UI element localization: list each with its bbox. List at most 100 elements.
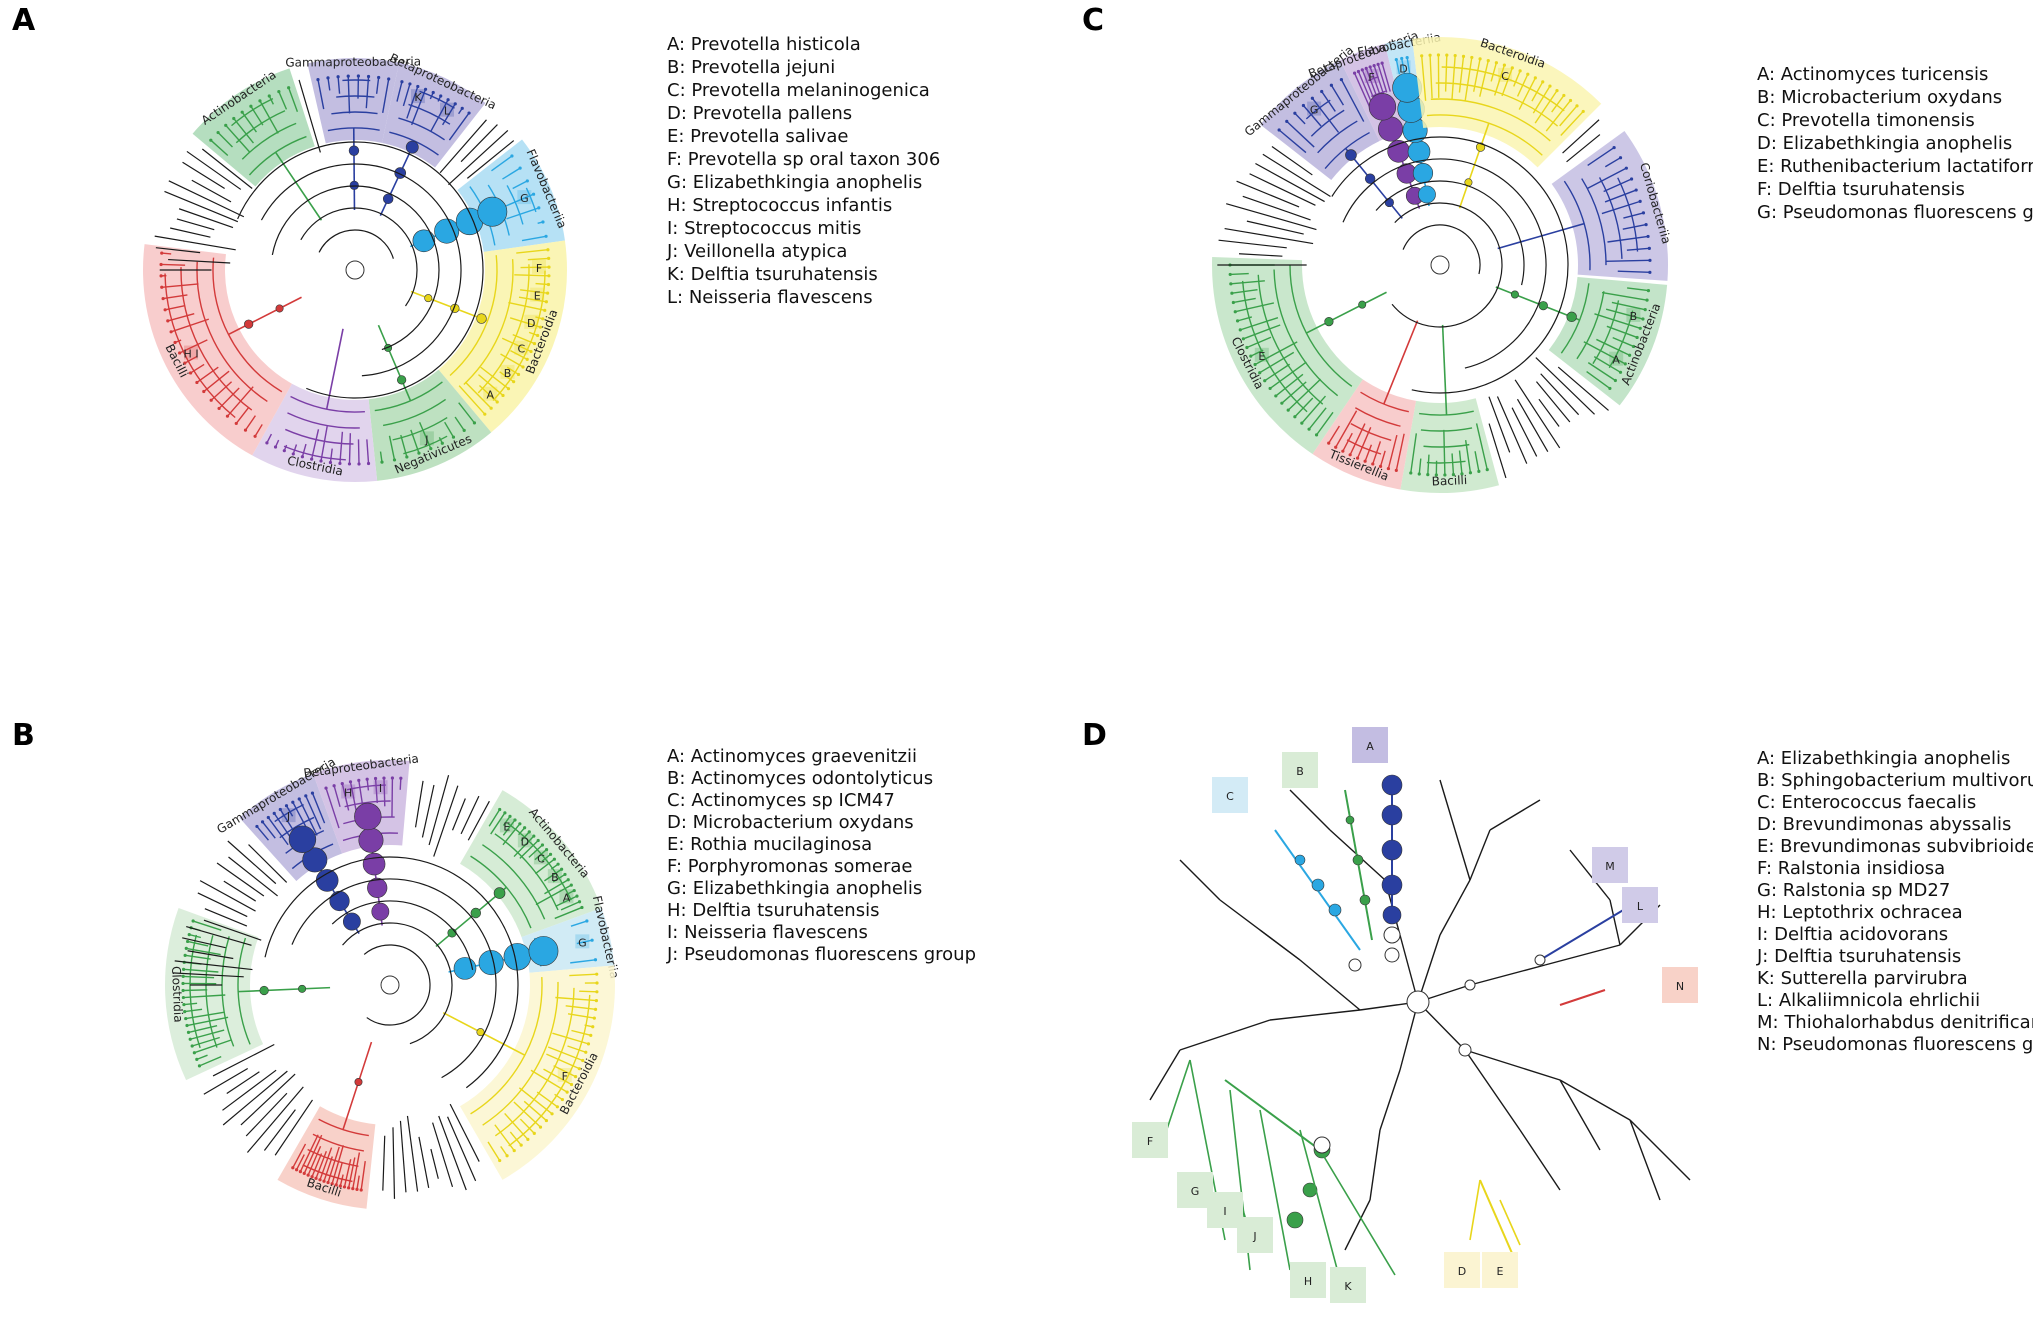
- leaf-branch: [1271, 145, 1313, 176]
- leaf-node: [1245, 345, 1249, 350]
- leaf-tag-box: [1212, 777, 1248, 813]
- leaf-tag: E: [1497, 1265, 1504, 1278]
- leaf-branch: [317, 79, 325, 110]
- leaf-node: [234, 421, 238, 426]
- leaf-node: [1634, 188, 1638, 192]
- leaf-node: [512, 380, 516, 384]
- leaf-node: [1420, 54, 1424, 58]
- leaf-node: [377, 75, 381, 80]
- biomarker-node: [329, 890, 350, 912]
- leaf-branch: [307, 1145, 322, 1176]
- internal-branch: [1430, 98, 1551, 142]
- biomarker-node: [528, 936, 559, 966]
- leaf-node: [537, 206, 541, 210]
- leaf-branch: [541, 853, 551, 862]
- leaf-node: [585, 919, 589, 923]
- leaf-node: [525, 357, 529, 361]
- leaf-node: [191, 919, 195, 923]
- leaf-node: [483, 412, 487, 416]
- leaf-node: [566, 878, 570, 882]
- leaf-branch: [488, 809, 501, 827]
- biomarker-node: [1381, 839, 1403, 861]
- biomarker-node: [478, 950, 504, 976]
- leaf-branch: [203, 370, 230, 393]
- leaf-node: [161, 296, 165, 301]
- leaf-node: [1460, 472, 1464, 476]
- leaf-node: [1568, 98, 1573, 103]
- leaf-branch: [508, 301, 545, 312]
- internal-branch: [419, 90, 455, 109]
- leaf-branch: [560, 901, 580, 911]
- leaf-branch: [444, 421, 455, 438]
- leaf-tag: G: [520, 192, 529, 205]
- leaf-node: [569, 1082, 574, 1087]
- clade-highlight: [1548, 277, 1668, 406]
- leaf-branch: [357, 439, 360, 464]
- leaf-node: [318, 1178, 322, 1182]
- internal-branch: [307, 1148, 359, 1167]
- leaf-node: [505, 1154, 509, 1158]
- branch: [1559, 1079, 1601, 1151]
- leaf-node: [169, 330, 173, 334]
- leaf-branch: [170, 227, 211, 238]
- leaf-node: [357, 462, 361, 466]
- leaf-branch: [466, 140, 515, 179]
- leaf-branch: [287, 87, 299, 113]
- leaf-node: [1339, 77, 1344, 82]
- sector-clostridia: Clostridia: [165, 908, 331, 1081]
- leaf-branch: [155, 247, 201, 254]
- leaf-node: [1631, 344, 1636, 349]
- unhighlighted-branches: [172, 775, 519, 1199]
- leaf-branch: [347, 1157, 356, 1188]
- leaf-node: [183, 1009, 187, 1014]
- leaf-node: [1235, 319, 1240, 323]
- leaf-node: [182, 1002, 186, 1007]
- leaf-node: [184, 946, 188, 950]
- leaf-branch: [244, 415, 256, 431]
- leaf-branch: [1328, 425, 1340, 444]
- leaf-node: [181, 974, 185, 979]
- legend-entry: A: Prevotella histicola: [667, 34, 861, 55]
- leaf-node: [294, 1168, 299, 1172]
- internal-branch: [463, 259, 514, 386]
- leaf-branch: [190, 1029, 225, 1040]
- leaf-node: [1229, 282, 1233, 286]
- leaf-branch: [1488, 423, 1507, 479]
- leaf-branch: [499, 371, 515, 383]
- leaf-branch: [192, 920, 222, 931]
- leaf-tag-box: [483, 386, 498, 401]
- branch: [1464, 1049, 1561, 1081]
- clade-highlight: [460, 965, 615, 1180]
- leaf-tag-box: [1237, 1217, 1273, 1253]
- leaf-tag: I: [1223, 1205, 1226, 1218]
- leaf-branch: [1596, 338, 1630, 356]
- leaf-node: [518, 822, 522, 826]
- leaf-branch: [1235, 302, 1275, 313]
- leaf-branch: [301, 443, 307, 457]
- leaf-node: [1258, 371, 1262, 375]
- leaf-node: [592, 1016, 596, 1020]
- leaf-tag-box: [533, 850, 548, 865]
- root-node: [1406, 990, 1430, 1014]
- leaf-tag: B: [551, 871, 559, 884]
- leaf-node: [1428, 53, 1432, 57]
- leaf-tag-box: [1396, 60, 1411, 75]
- internal-branch: [312, 1133, 364, 1152]
- clade-highlight: [252, 383, 378, 482]
- leaf-branch: [1603, 178, 1632, 193]
- leaf-branch: [228, 856, 278, 897]
- sector-gammaproteobacteria: Gammaproteobacteria: [285, 54, 421, 211]
- leaf-node: [1241, 337, 1245, 341]
- leaf-tag-box: [1622, 887, 1658, 923]
- biomarker-node: [358, 827, 384, 853]
- leaf-branch: [222, 1069, 277, 1111]
- biomarker-node: [1384, 197, 1394, 208]
- legend-entry: E: Rothia mucilaginosa: [667, 834, 872, 855]
- leaf-node: [159, 274, 163, 278]
- root-node: [380, 975, 400, 995]
- leaf-node: [324, 786, 328, 790]
- leaf-node: [258, 99, 262, 103]
- legend-entry: F: Porphyromonas somerae: [667, 856, 912, 877]
